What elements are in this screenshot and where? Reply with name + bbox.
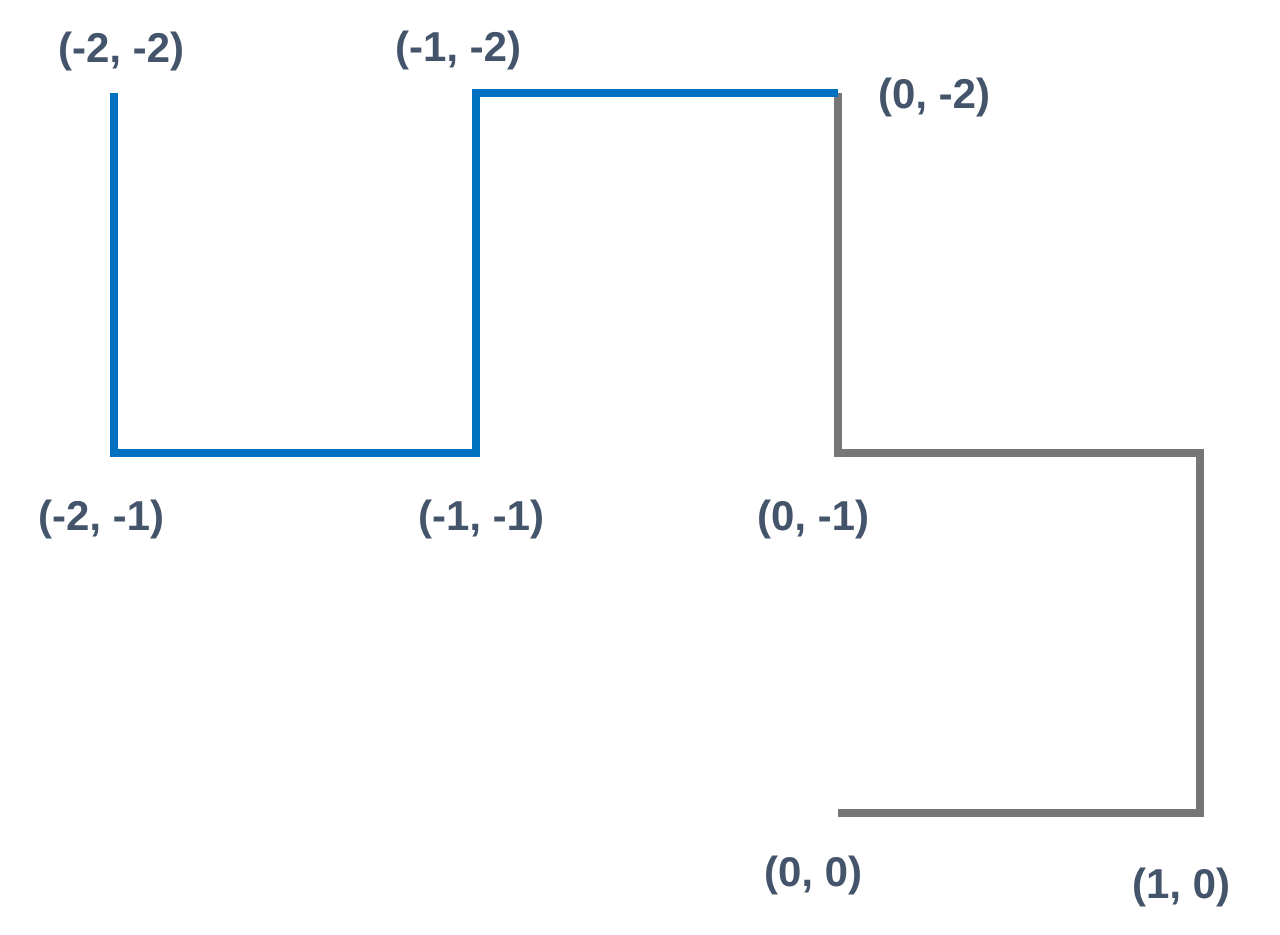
gray-path bbox=[834, 93, 1204, 817]
label-layer: (-2, -2) (-1, -2) (0, -2) (-2, -1) (-1, … bbox=[38, 23, 1230, 907]
label-0-neg2: (0, -2) bbox=[878, 70, 990, 117]
path-layer bbox=[110, 89, 1204, 817]
label-neg1-neg1: (-1, -1) bbox=[418, 492, 544, 539]
blue-path bbox=[110, 89, 838, 457]
label-neg2-neg1: (-2, -1) bbox=[38, 492, 164, 539]
label-0-0: (0, 0) bbox=[764, 848, 862, 895]
label-neg1-neg2: (-1, -2) bbox=[395, 23, 521, 70]
label-neg2-neg2: (-2, -2) bbox=[58, 24, 184, 71]
label-0-neg1: (0, -1) bbox=[757, 492, 869, 539]
label-1-0: (1, 0) bbox=[1132, 860, 1230, 907]
